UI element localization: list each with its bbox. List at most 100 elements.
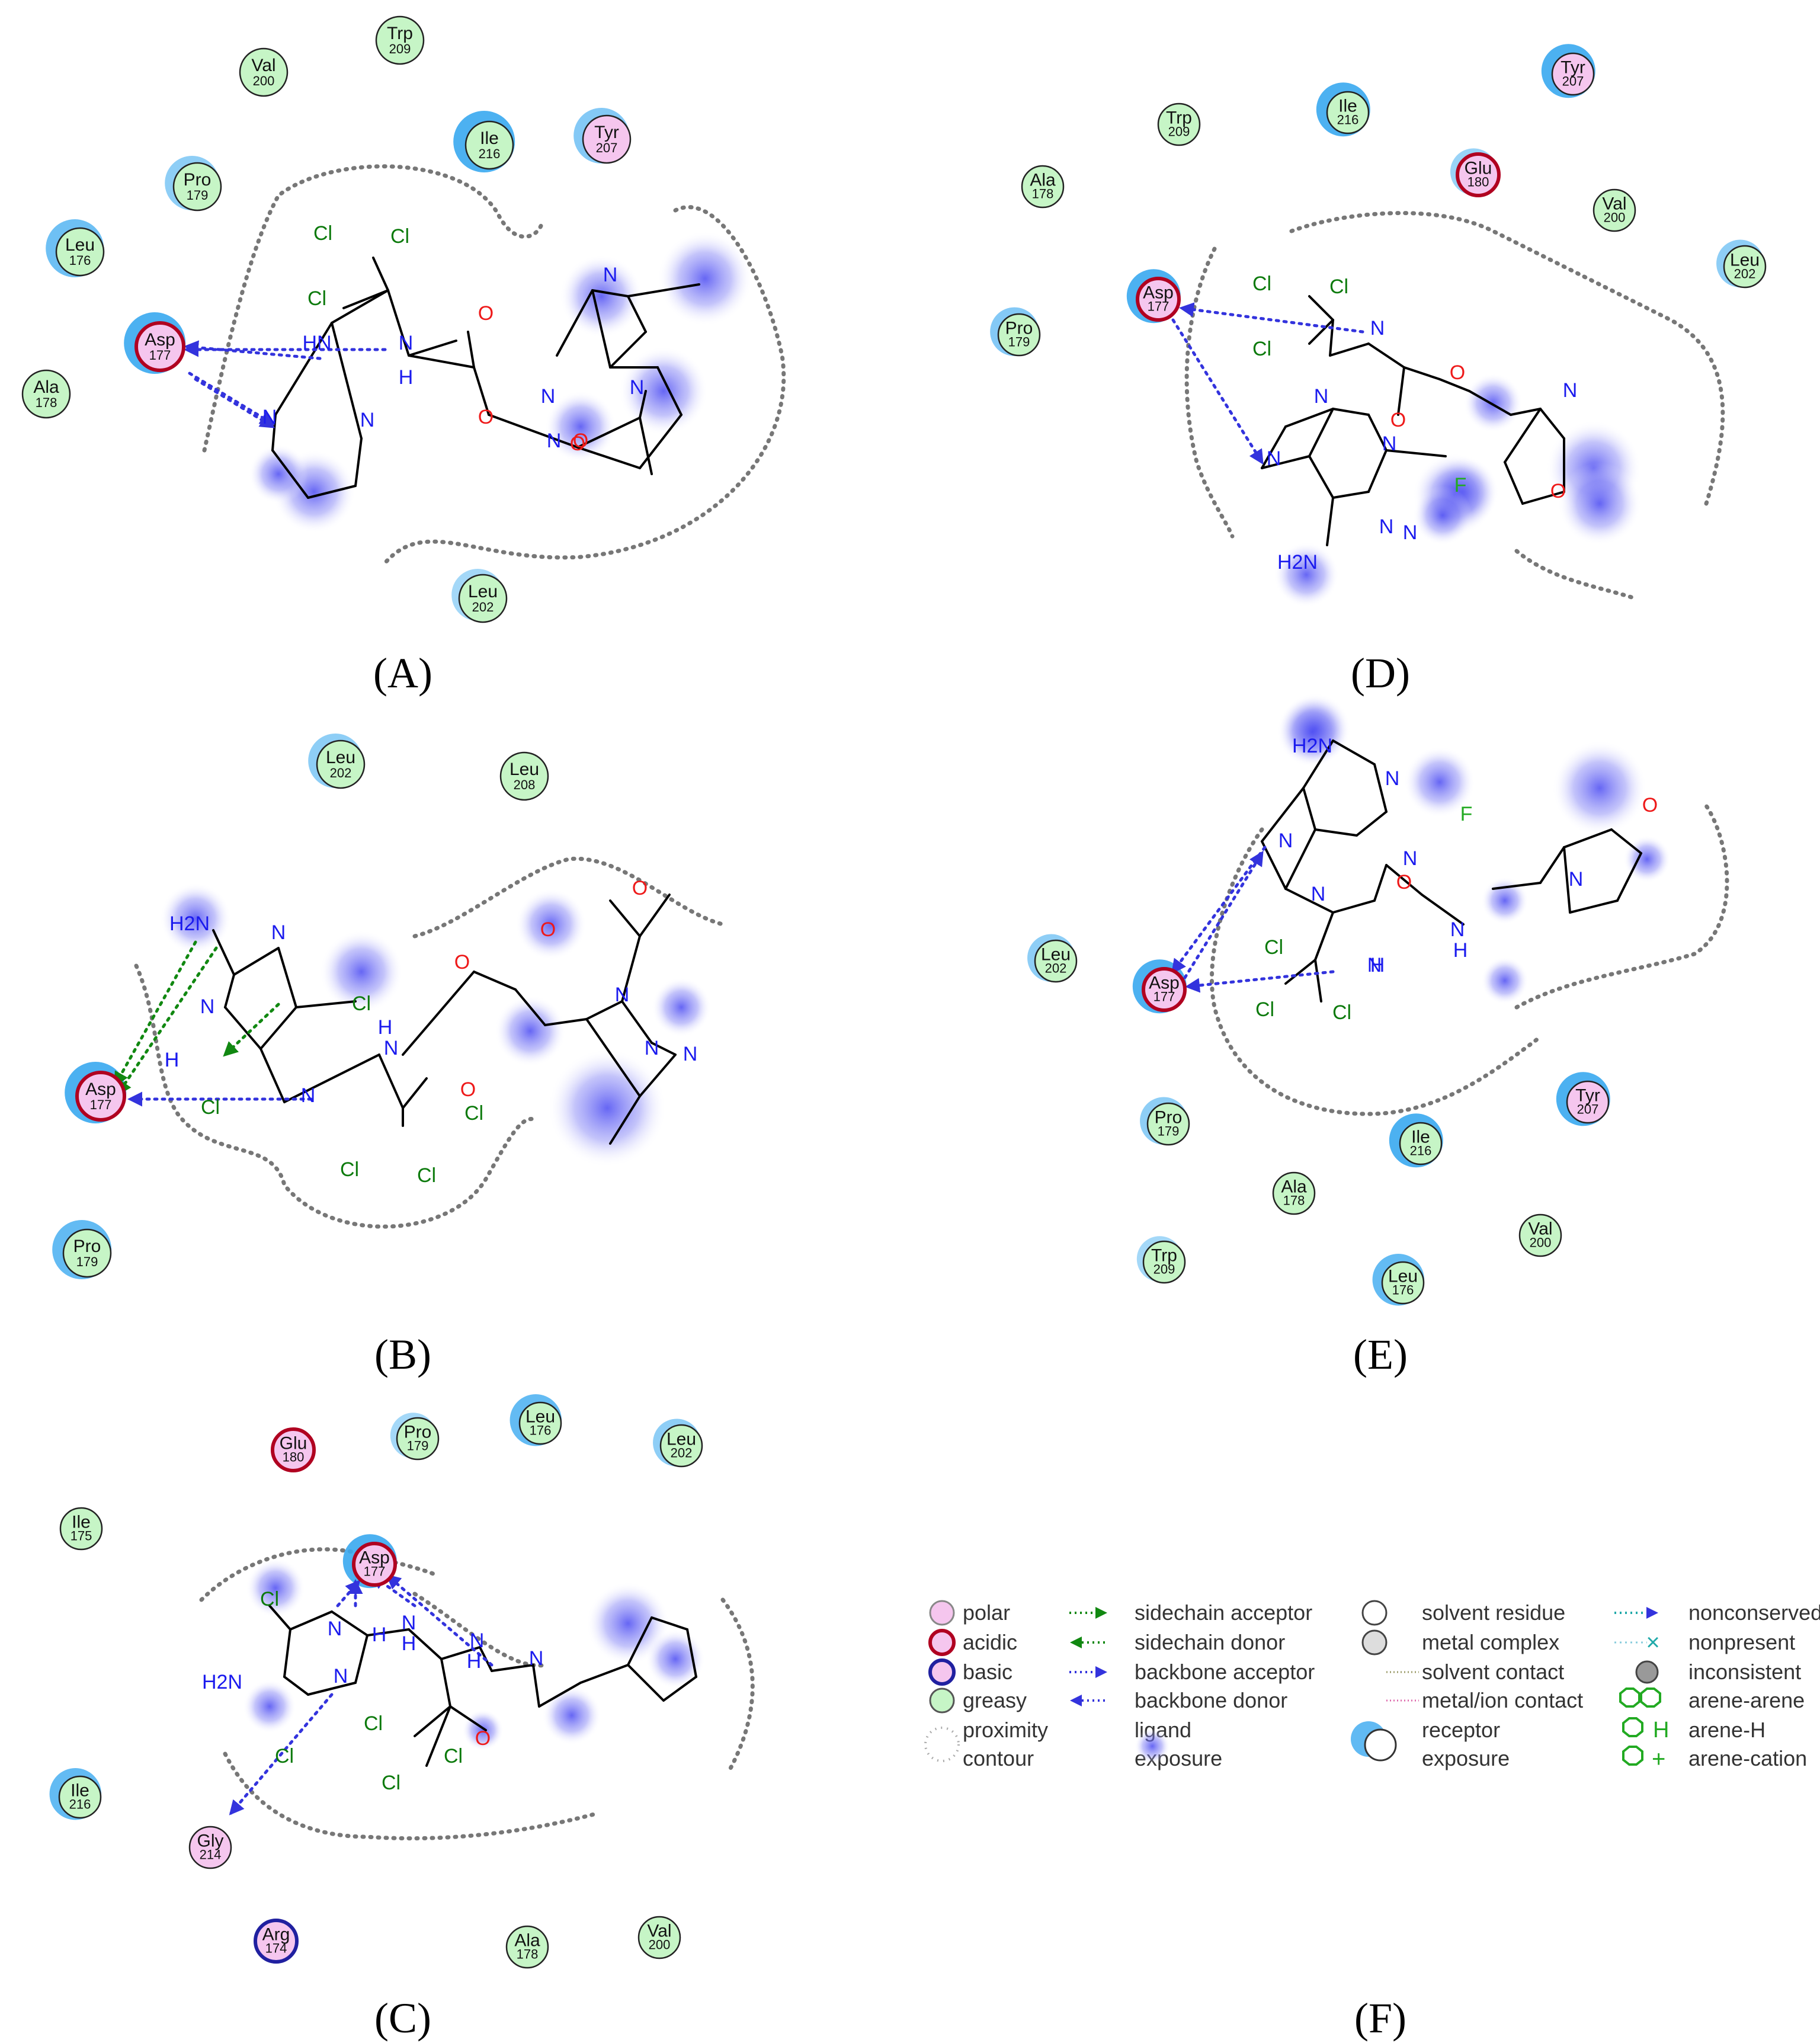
residue-a-ile-216-circle: [464, 120, 514, 170]
bond: [514, 988, 546, 1026]
bond: [1314, 828, 1358, 837]
residue-e-asp-177-circle: [1142, 967, 1187, 1012]
atom-label-b: Cl: [464, 1102, 483, 1125]
legend-basic-symbol: [928, 1658, 956, 1686]
residue-d-ile-216-num: 216: [1337, 112, 1359, 127]
residue-a-asp-177-name: Asp: [145, 330, 175, 350]
legend-col1-item-5: contour: [963, 1746, 1034, 1770]
ligand-exposure-blob: [1552, 741, 1647, 835]
residue-c-arg-174-circle: [254, 1919, 299, 1964]
bond: [1308, 295, 1334, 321]
legend-arene-h-icon: [1622, 1717, 1643, 1737]
residue-d-ala-178-circle: [1021, 165, 1065, 209]
bond: [621, 935, 641, 1003]
residue-c-ile-175-num: 175: [71, 1528, 92, 1543]
atom-label-e: F: [1460, 803, 1473, 825]
residue-a-tyr-207-circle: [582, 114, 632, 164]
legend-col4-item-1: nonpresent: [1688, 1630, 1795, 1654]
residue-a-leu-202-num: 202: [472, 600, 494, 614]
residue-c-asp-177-num: 177: [364, 1564, 386, 1578]
residue-a-leu-176-circle: [55, 227, 105, 277]
bond: [609, 331, 647, 369]
ligand-exposure-blob: [1274, 542, 1339, 607]
legend-col4-item-5: arene-cation: [1688, 1746, 1807, 1770]
bond: [366, 1628, 410, 1637]
bond: [1610, 828, 1642, 854]
bond: [1284, 959, 1316, 985]
atom-label-c: Cl: [364, 1712, 383, 1735]
hbond-interaction: [194, 377, 275, 428]
hbond-interaction: [229, 1693, 334, 1815]
bond: [576, 417, 641, 449]
bond: [402, 1077, 428, 1109]
bond: [1261, 840, 1287, 890]
bond: [354, 437, 363, 487]
bond: [609, 1095, 641, 1145]
bond: [1314, 959, 1322, 1003]
residue-e-pro-179-name: Pro: [1155, 1107, 1183, 1127]
bond: [1284, 828, 1316, 890]
ligand-exposure-blob: [587, 1582, 669, 1665]
hbond-interaction: [1171, 318, 1264, 465]
bond: [585, 1000, 623, 1020]
panel-label-e: (E): [1353, 1331, 1408, 1378]
ligand-exposure-blob: [646, 1629, 705, 1689]
residue-d-ala-178-num: 178: [1032, 186, 1054, 201]
bond: [639, 417, 653, 475]
residue-e-pro-179-num: 179: [1158, 1123, 1180, 1138]
bond: [233, 947, 280, 976]
residue-e-leu-202-name: Leu: [1041, 944, 1071, 964]
residue-d-trp-209-name: Trp: [1166, 108, 1192, 127]
ligand-exposure-blob: [243, 1680, 296, 1733]
residue-c-ile-216-name: Ile: [71, 1781, 89, 1800]
bond: [289, 1610, 333, 1631]
atom-label-c: Cl: [260, 1588, 279, 1610]
residue-e-tyr-207-name: Tyr: [1575, 1085, 1600, 1105]
legend-col1-item-3: greasy: [963, 1688, 1027, 1712]
residue-d-ile-216-circle: [1326, 91, 1370, 135]
residue-a-trp-209-circle: [375, 15, 425, 65]
residue-c-ile-216-circle: [58, 1775, 102, 1819]
atom-label-b: N: [615, 984, 630, 1006]
residue-e-ala-178-circle: [1272, 1171, 1316, 1215]
bond: [1367, 342, 1405, 369]
bond: [1332, 408, 1370, 416]
hbond-interaction: [1185, 970, 1335, 993]
bond: [408, 340, 457, 357]
residue-b-leu-202-circle: [316, 739, 366, 789]
residue-c-glu-180-num: 180: [283, 1449, 305, 1464]
residue-c-leu-176-name: Leu: [526, 1407, 555, 1426]
residue-d-trp-209-num: 209: [1168, 124, 1190, 139]
residue-e-trp-209-circle: [1142, 1240, 1186, 1284]
bond: [1261, 787, 1305, 843]
legend-col4-item-4: arene-H: [1688, 1718, 1765, 1742]
residue-d-tyr-207-circle: [1551, 52, 1595, 96]
residue-b-leu-208-circle: [499, 751, 549, 801]
bond: [1367, 414, 1388, 451]
bond: [473, 971, 517, 991]
bond: [259, 1048, 286, 1103]
ligand-exposure-blob: [1481, 957, 1529, 1004]
residue-a-ile-216-name: Ile: [480, 129, 499, 148]
bond: [331, 322, 363, 440]
residue-c-ala-178-name: Ala: [514, 1930, 540, 1950]
hbond-interaction: [336, 1580, 361, 1607]
atom-label-c: Cl: [275, 1745, 294, 1767]
residue-a-tyr-207-name: Tyr: [594, 123, 619, 142]
bond: [1492, 882, 1542, 890]
atom-label-a: HN: [302, 332, 331, 354]
residue-c-ile-175-circle: [59, 1507, 103, 1551]
residue-c-glu-180-circle: [271, 1427, 316, 1472]
